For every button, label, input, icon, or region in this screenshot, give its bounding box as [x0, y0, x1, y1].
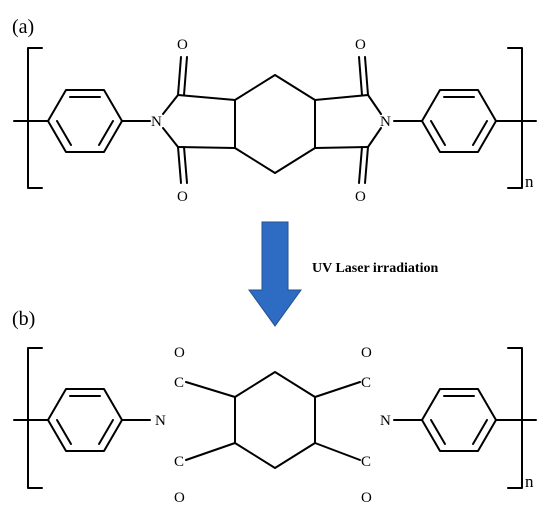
cyclohexane-ring-a	[234, 74, 316, 174]
nitrogen-left-a: N	[151, 114, 162, 130]
n-c-bond-lower-right-a	[367, 127, 382, 148]
carbon-lower-right-b: C	[361, 454, 371, 470]
oxygen-lower-left-b: O	[174, 490, 185, 506]
n-c-bond-lower-left-a	[162, 127, 179, 148]
c-ring-bond-lower-left-b	[185, 442, 236, 461]
carbon-upper-left-b: C	[174, 375, 184, 391]
oxygen-upper-left-b: O	[174, 345, 185, 361]
oxygen-lower-right-a: O	[355, 189, 366, 205]
down-arrow-icon	[248, 221, 302, 327]
panel-b-label: (b)	[12, 308, 35, 330]
n-c-bond-upper-left-a	[162, 94, 179, 115]
c-ring-bond-upper-right-b	[314, 381, 361, 398]
c-ring-bond-lower-left-a	[177, 146, 236, 149]
bracket-left-b	[27, 347, 43, 489]
structure-b: (b) n N O C C O C O C O N	[12, 308, 537, 506]
structure-a: (a) n N O O N	[12, 16, 537, 205]
oxygen-lower-right-b: O	[361, 490, 372, 506]
carbonyl-upper-right-a	[364, 56, 369, 96]
oxygen-upper-left-a: O	[177, 37, 188, 53]
c-ring-bond-upper-left-b	[185, 381, 236, 398]
oxygen-upper-right-b: O	[361, 345, 372, 361]
arrow-label: UV Laser irradiation	[312, 261, 438, 276]
c-ring-bond-upper-left-a	[177, 94, 236, 101]
bracket-left-a	[27, 47, 43, 189]
repeat-subscript-b: n	[525, 472, 534, 491]
c-ring-bond-lower-right-b	[314, 442, 361, 461]
benzene-ring-left-b	[47, 388, 123, 452]
benzene-ring-right-b	[421, 388, 497, 452]
nitrogen-right-a: N	[380, 114, 391, 130]
benzene-ring-right-a	[421, 89, 497, 153]
benzene-ring-left-a	[47, 89, 123, 153]
cyclohexane-ring-b	[234, 371, 316, 469]
carbonyl-lower-left-a	[177, 146, 182, 184]
oxygen-upper-right-a: O	[355, 37, 366, 53]
carbon-lower-left-b: C	[174, 454, 184, 470]
repeat-subscript-a: n	[525, 172, 534, 191]
carbonyl-lower-right-a	[364, 146, 369, 184]
c-ring-bond-upper-right-a	[314, 94, 369, 101]
oxygen-lower-left-a: O	[177, 189, 188, 205]
bracket-right-b	[507, 347, 523, 489]
carbon-upper-right-b: C	[361, 375, 371, 391]
nitrogen-left-b: N	[155, 413, 166, 429]
c-ring-bond-lower-right-a	[314, 146, 369, 149]
carbonyl-upper-left-a	[177, 56, 182, 96]
reaction-arrow: UV Laser irradiation	[248, 221, 438, 327]
bracket-right-a	[507, 47, 523, 189]
n-c-bond-upper-right-a	[367, 94, 382, 115]
nitrogen-right-b: N	[380, 413, 391, 429]
panel-a-label: (a)	[12, 16, 34, 38]
